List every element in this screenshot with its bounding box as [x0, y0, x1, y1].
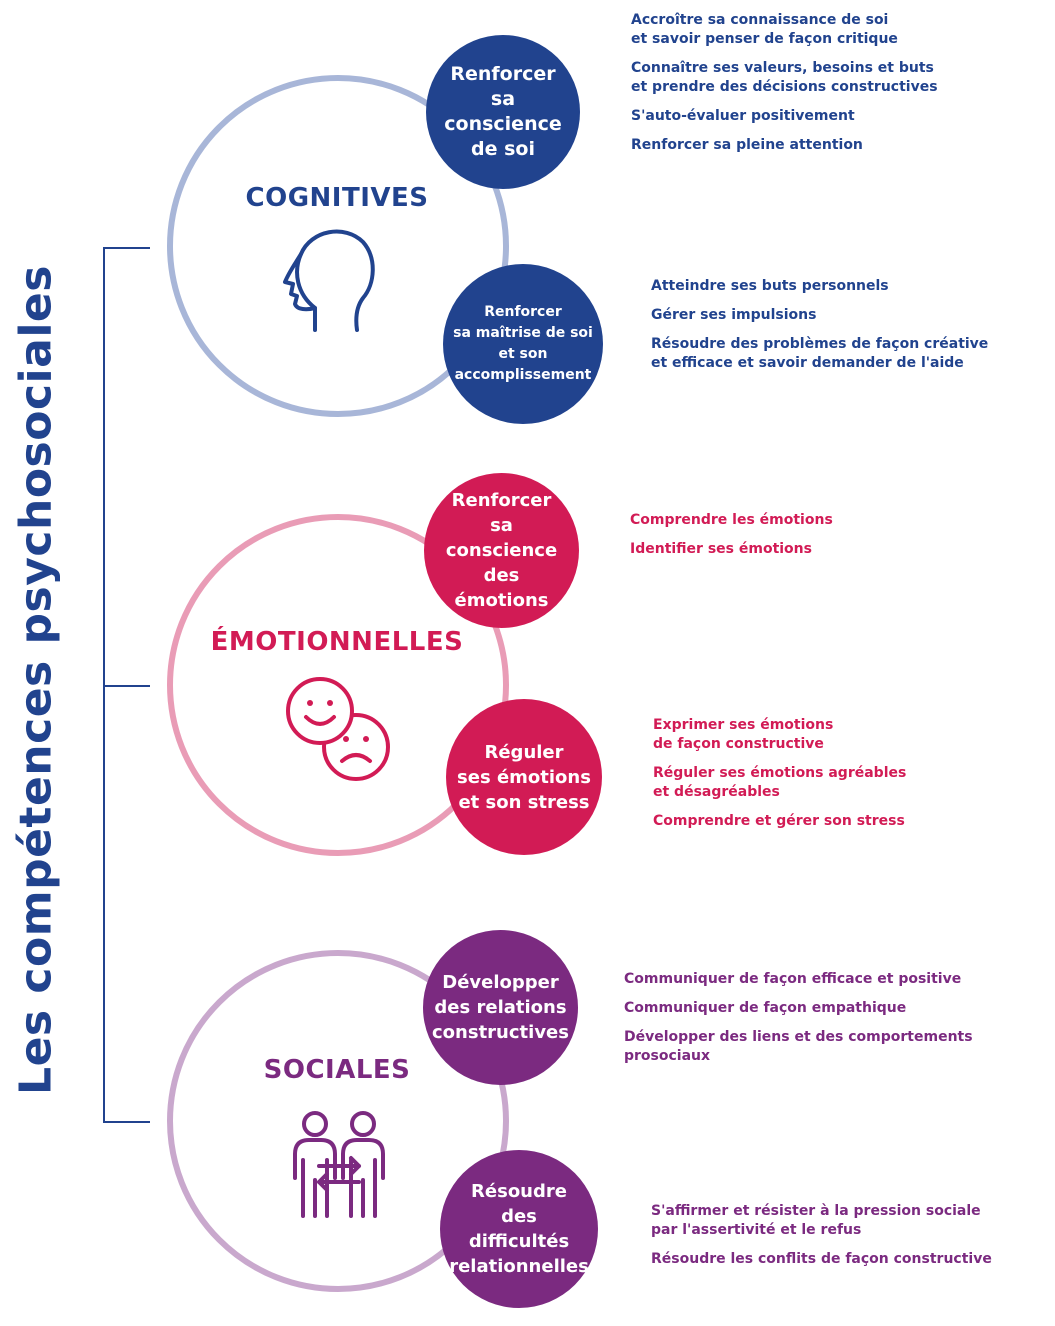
sociales-ring [167, 950, 509, 1292]
items-reguler-emotions: Exprimer ses émotions de façon construct… [653, 716, 906, 841]
group-title-cognitives: COGNITIVES [245, 183, 429, 213]
list-item: Comprendre les émotions [630, 512, 833, 528]
bracket-tick-sociales [103, 1121, 150, 1123]
list-item: S'affirmer et résister à la pression soc… [651, 1203, 981, 1238]
list-item: Identifier ses émotions [630, 541, 812, 557]
group-title-sociales: SOCIALES [263, 1055, 411, 1085]
list-item: Exprimer ses émotions de façon construct… [653, 717, 834, 752]
list-item: Accroître sa connaissance de soi et savo… [631, 12, 898, 47]
cognitives-ring [167, 75, 509, 417]
items-relations-constructives: Communiquer de façon efficace et positiv… [624, 970, 1055, 1076]
bubble-maitrise-de-soi: Renforcer sa maîtrise de soi et son acco… [443, 264, 603, 424]
list-item: Atteindre ses buts personnels [651, 278, 889, 294]
list-item: Résoudre des problèmes de façon créative… [651, 336, 989, 371]
head-profile-icon [283, 229, 375, 332]
two-people-exchange-icon [293, 1111, 385, 1218]
bubble-conscience-de-soi: Renforcer sa conscience de soi [426, 35, 580, 189]
happy-sad-faces-icon [286, 677, 390, 781]
list-item: Connaître ses valeurs, besoins et buts e… [631, 60, 938, 95]
list-item: Renforcer sa pleine attention [631, 137, 863, 153]
list-item: Développer des liens et des comportement… [624, 1029, 973, 1064]
items-difficultes-relationnelles: S'affirmer et résister à la pression soc… [651, 1202, 992, 1279]
list-item: S'auto-évaluer positivement [631, 108, 855, 124]
main-title: Les compétences psychosociales [10, 265, 62, 1095]
list-item: Gérer ses impulsions [651, 307, 817, 323]
bracket-tick-emotionnelles [103, 685, 150, 687]
list-item: Communiquer de façon efficace et positiv… [624, 971, 962, 987]
bracket-tick-cognitives [103, 247, 150, 249]
items-maitrise-de-soi: Atteindre ses buts personnels Gérer ses … [651, 277, 988, 383]
bubble-relations-constructives: Développer des relations constructives [423, 930, 578, 1085]
list-item: Communiquer de façon empathique [624, 1000, 907, 1016]
list-item: Réguler ses émotions agréables et désagr… [653, 765, 907, 800]
list-item: Résoudre les conflits de façon construct… [651, 1251, 992, 1267]
group-title-emotionnelles: ÉMOTIONNELLES [210, 627, 464, 657]
list-item: Comprendre et gérer son stress [653, 813, 905, 829]
items-conscience-de-soi: Accroître sa connaissance de soi et savo… [631, 11, 938, 165]
emotionnelles-ring [167, 514, 509, 856]
bubble-difficultes-relationnelles: Résoudre des difficultés relationnelles [440, 1150, 598, 1308]
bubble-reguler-emotions: Réguler ses émotions et son stress [446, 699, 602, 855]
items-conscience-emotions: Comprendre les émotions Identifier ses é… [630, 511, 833, 569]
bubble-conscience-emotions: Renforcer sa conscience des émotions [424, 473, 579, 628]
